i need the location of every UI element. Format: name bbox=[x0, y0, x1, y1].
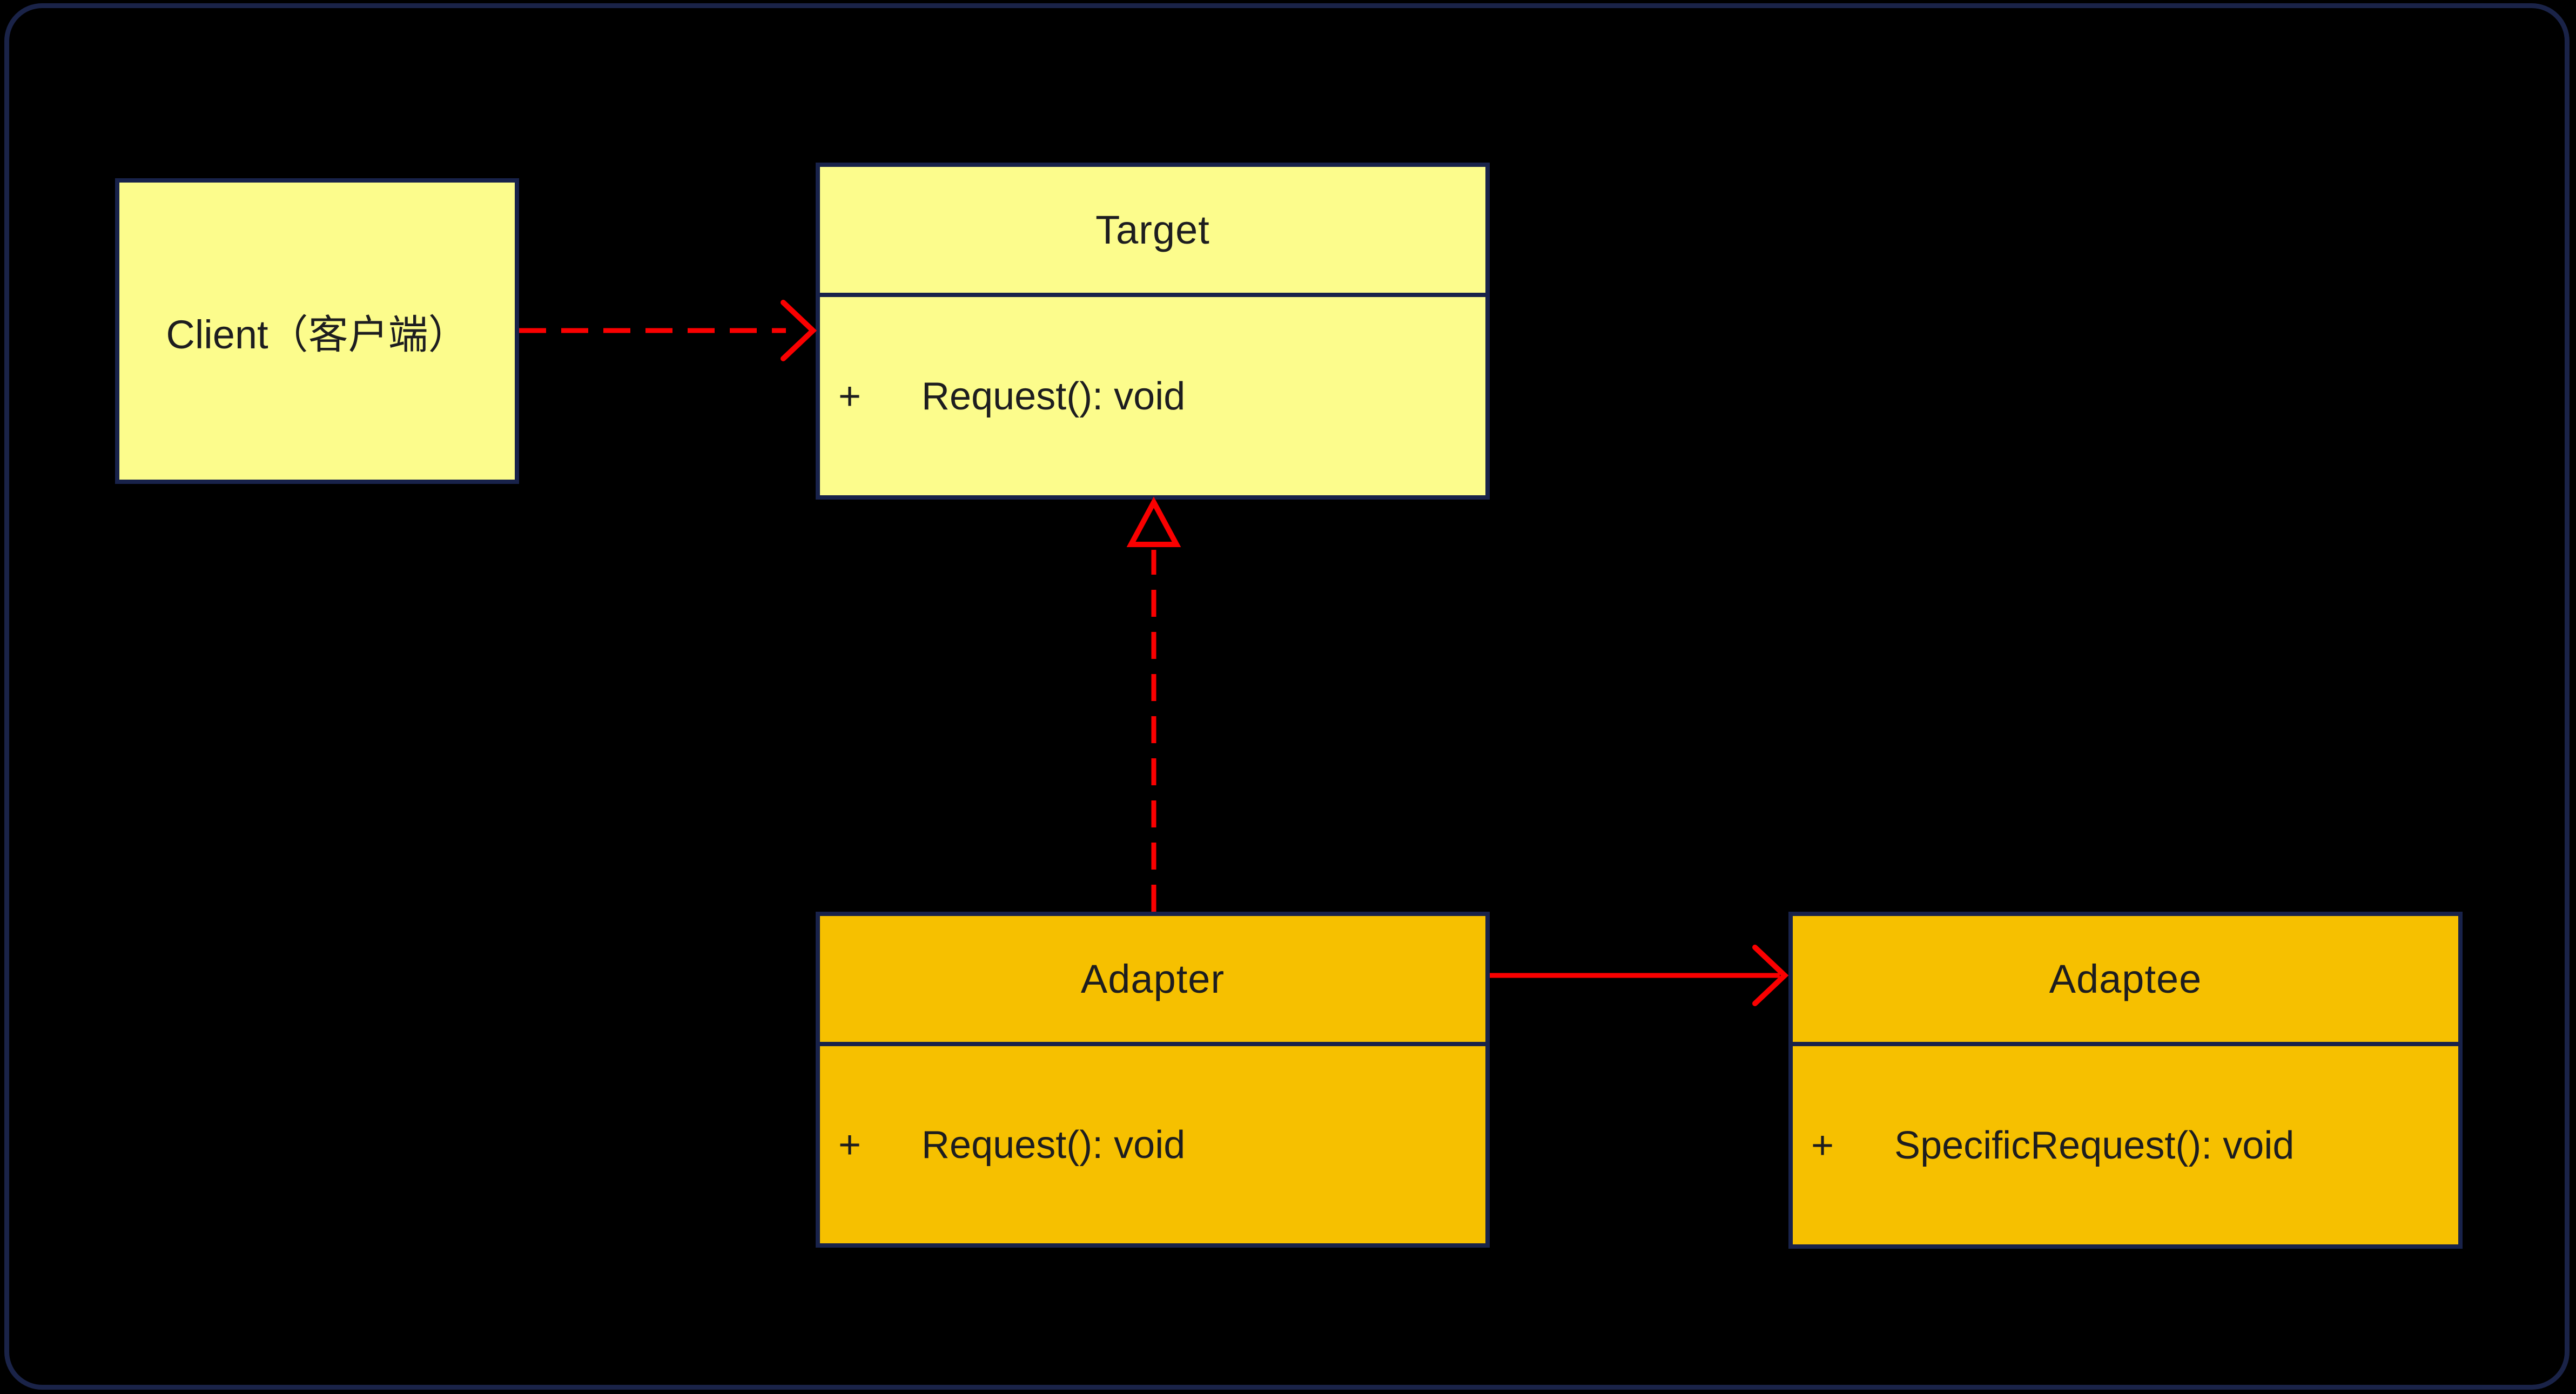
method-signature: Request(): void bbox=[922, 374, 1186, 418]
adaptee-class-name: Adaptee bbox=[2049, 957, 2202, 1001]
adapter-class-name: Adapter bbox=[1080, 957, 1225, 1001]
target-class-name: Target bbox=[1095, 207, 1210, 252]
visibility-marker: + bbox=[838, 1123, 862, 1167]
adapter-methods-compartment: + Request(): void bbox=[820, 1042, 1485, 1243]
node-class-adapter: Adapter + Request(): void bbox=[816, 912, 1490, 1248]
visibility-marker: + bbox=[1811, 1123, 1834, 1167]
method-signature: SpecificRequest(): void bbox=[1894, 1123, 2295, 1167]
client-label: Client（客户端） bbox=[166, 312, 468, 357]
visibility-marker: + bbox=[838, 374, 862, 418]
node-client: Client（客户端） bbox=[115, 178, 519, 484]
adaptee-methods-compartment: + SpecificRequest(): void bbox=[1793, 1042, 2458, 1244]
diagram-outer-frame bbox=[4, 3, 2570, 1390]
method-signature: Request(): void bbox=[922, 1123, 1186, 1167]
node-class-adaptee: Adaptee + SpecificRequest(): void bbox=[1788, 912, 2463, 1249]
node-class-target: Target + Request(): void bbox=[816, 163, 1490, 500]
target-methods-compartment: + Request(): void bbox=[820, 293, 1485, 495]
